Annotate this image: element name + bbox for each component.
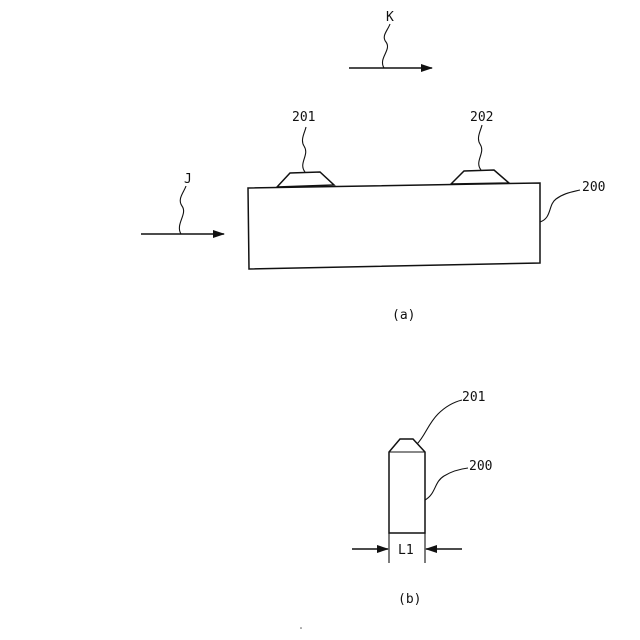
dimension-label-l1: L1 bbox=[398, 543, 414, 558]
protrusion-202 bbox=[451, 170, 509, 184]
ref-201-a: 201 bbox=[292, 110, 315, 125]
arrow-k: K bbox=[349, 10, 432, 68]
ref-200-b: 200 bbox=[469, 459, 492, 474]
scan-speck bbox=[300, 627, 302, 629]
leader-201-b bbox=[417, 400, 462, 444]
figure-a: K J 201 202 200 (a) bbox=[141, 10, 605, 323]
leader-200-b bbox=[425, 468, 468, 500]
caption-a: (a) bbox=[392, 308, 415, 323]
ref-201-b: 201 bbox=[462, 390, 485, 405]
figure-b: 201 200 L1 (b) bbox=[352, 390, 492, 607]
leader-202 bbox=[478, 125, 482, 170]
leader-201 bbox=[302, 127, 306, 172]
arrow-j: J bbox=[141, 172, 224, 234]
leader-200-a bbox=[540, 190, 580, 222]
cross-section bbox=[389, 439, 425, 533]
arrow-j-leader bbox=[179, 186, 186, 234]
caption-b: (b) bbox=[398, 592, 421, 607]
ref-200-a: 200 bbox=[582, 180, 605, 195]
arrow-k-leader bbox=[382, 24, 390, 68]
ref-202: 202 bbox=[470, 110, 493, 125]
arrow-j-label: J bbox=[184, 172, 192, 187]
protrusion-201 bbox=[277, 172, 334, 187]
blade-body-200 bbox=[248, 183, 540, 269]
arrow-k-label: K bbox=[386, 10, 394, 25]
